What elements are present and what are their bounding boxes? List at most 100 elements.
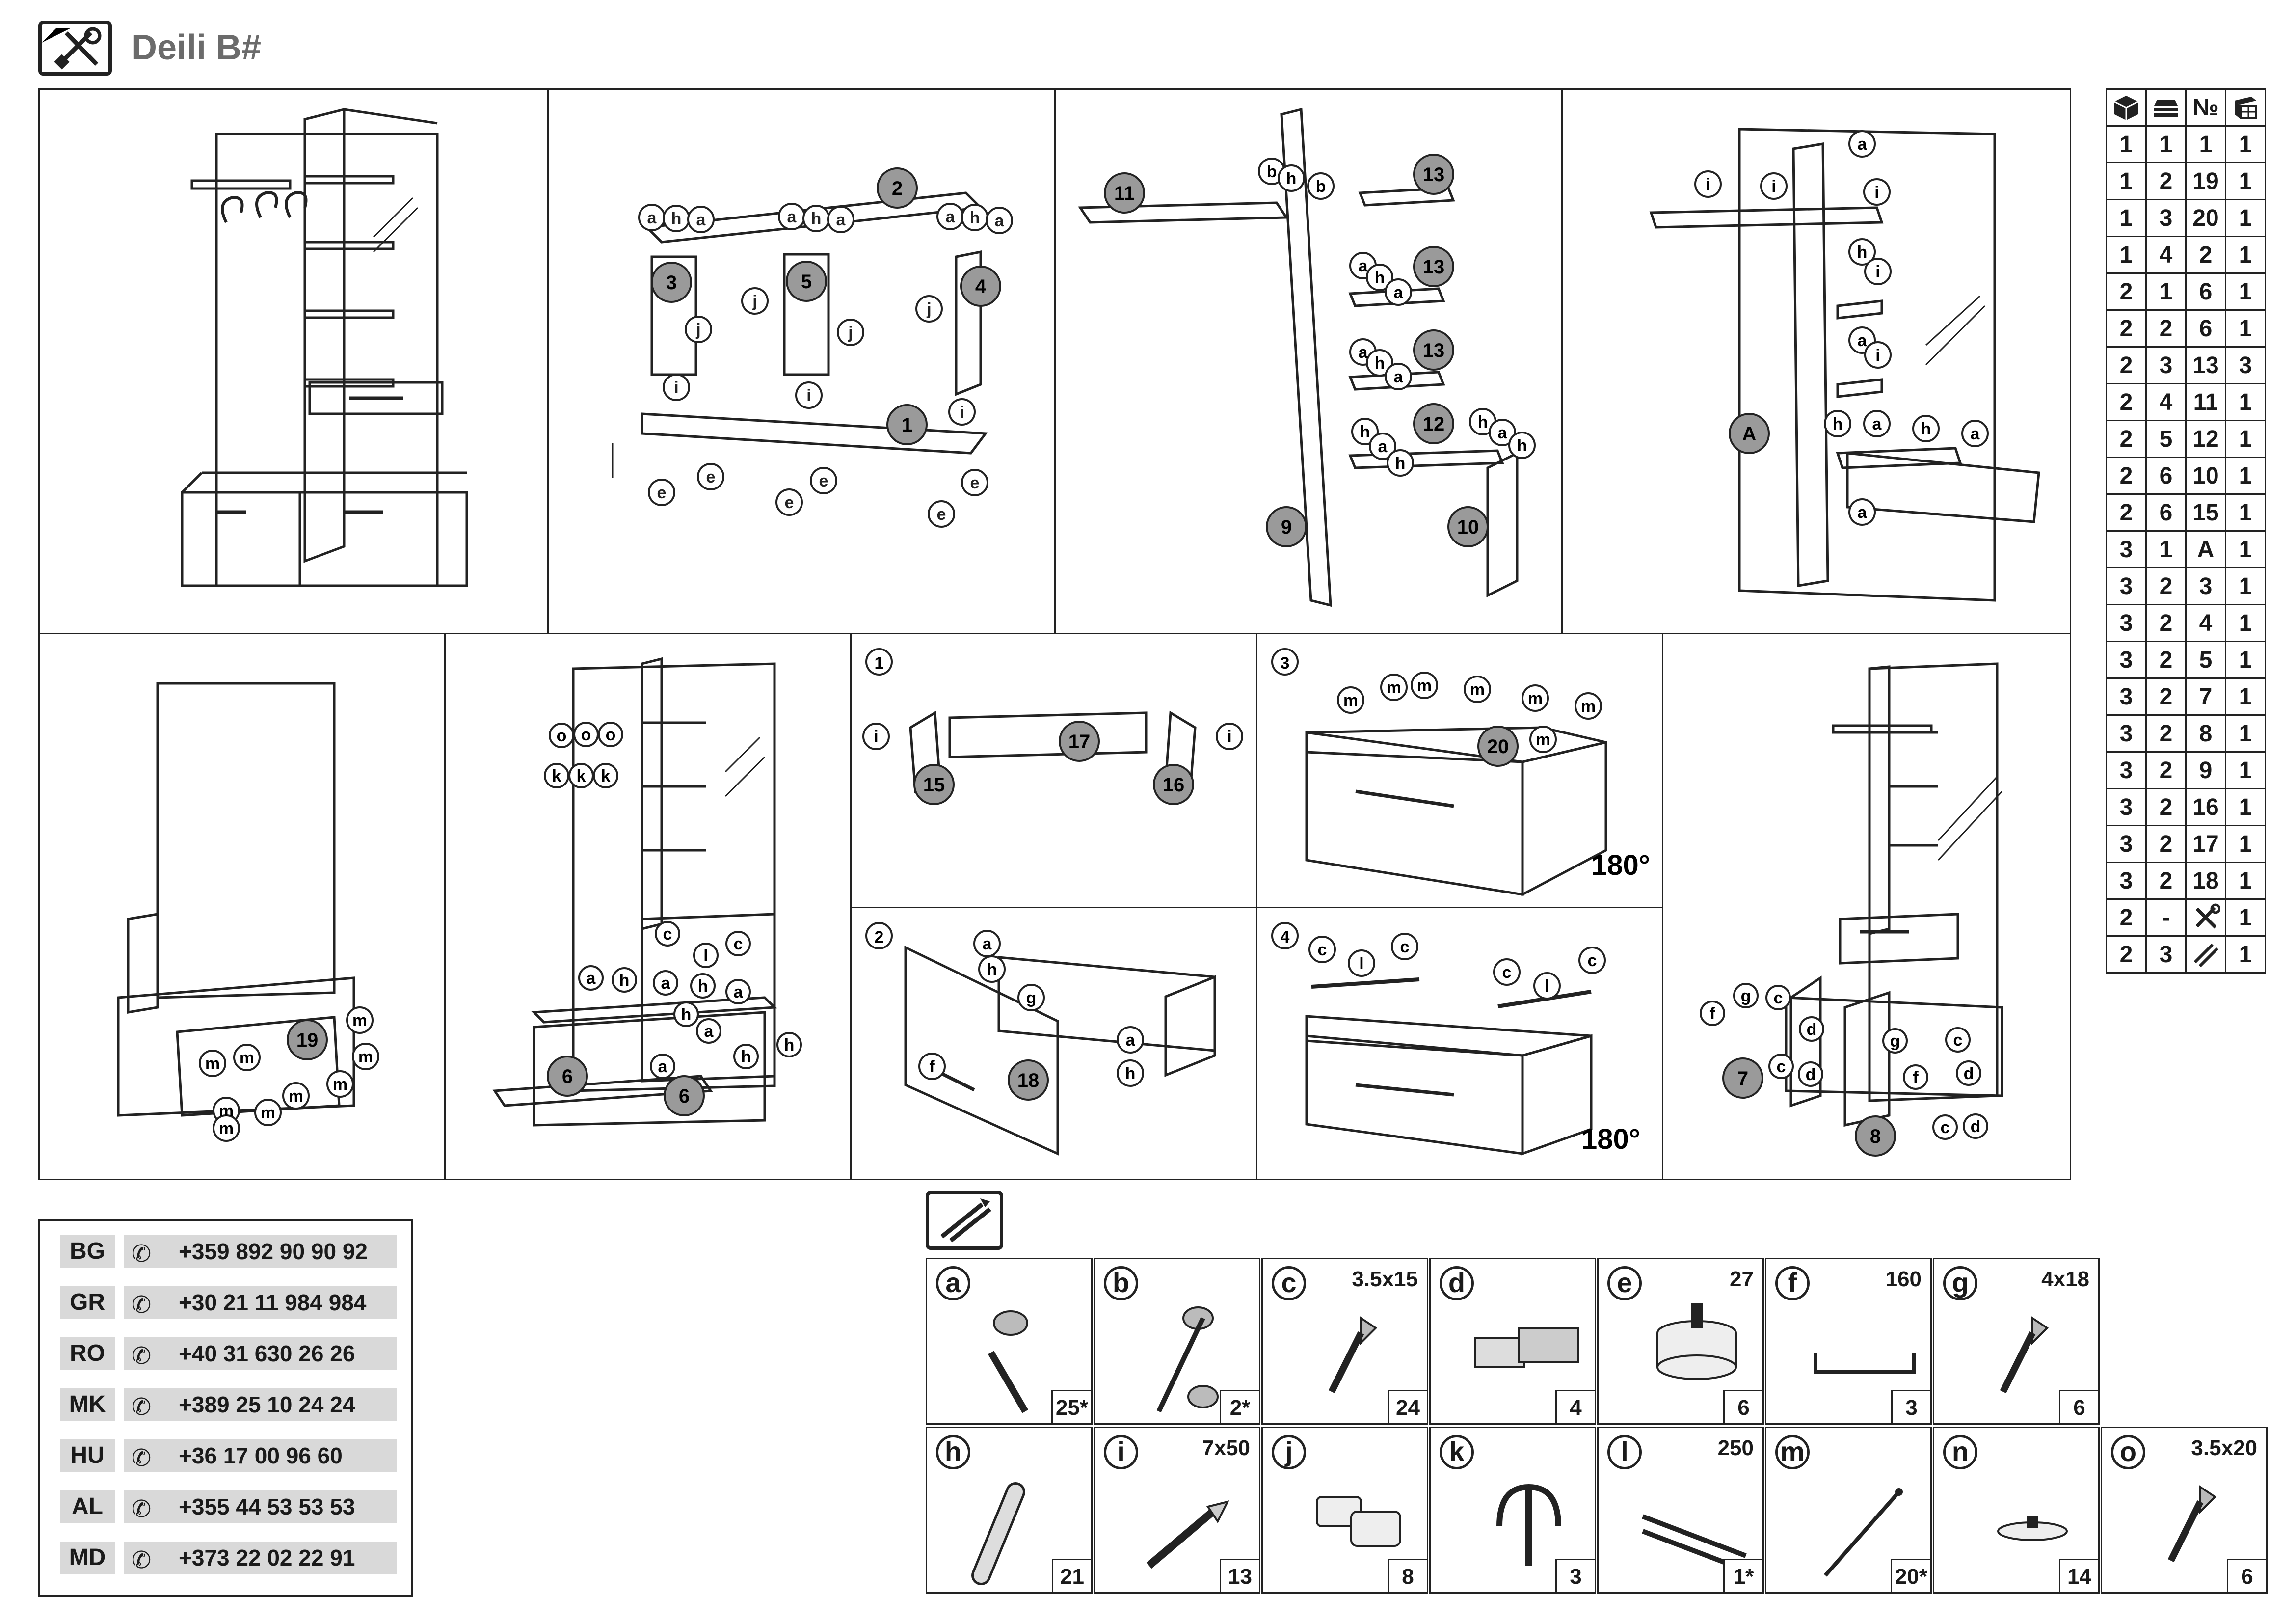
svg-text:h: h [1517,436,1527,455]
svg-text:m: m [261,1104,275,1122]
svg-text:a: a [995,212,1005,230]
svg-text:i: i [960,403,964,422]
box-number-cell: 2 [2106,935,2147,974]
svg-text:a: a [1858,331,1868,350]
hardware-letter: m [1775,1435,1810,1469]
hardware-letter: e [1607,1266,1642,1300]
svg-text:m: m [1343,691,1358,710]
package-number-cell: 2 [2145,641,2187,679]
nail-icon [1824,1488,1903,1577]
package-number-cell: 2 [2145,788,2187,826]
hardware-letter: o [2111,1435,2145,1469]
hardware-size: 4x18 [2041,1267,2089,1291]
hardware-kit-icon [926,1191,1003,1250]
hardware-letter: g [1943,1266,1977,1300]
svg-text:l: l [703,947,708,965]
box-number-cell: 3 [2106,604,2147,642]
part-number-cell: 15 [2185,493,2226,532]
quantity-cell: 1 [2225,272,2266,311]
svg-text:3: 3 [666,272,677,294]
svg-text:h: h [1286,169,1297,188]
part-number-cell: A [2185,530,2226,568]
svg-text:i: i [874,728,878,746]
part-number-cell: 6 [2185,309,2226,348]
part-number-cell: 3 [2185,567,2226,605]
tools-icon [2195,903,2220,929]
hinge-icon [1474,1327,1579,1368]
box-number-cell: 2 [2106,309,2147,348]
quantity-cell: 1 [2225,714,2266,753]
svg-text:m: m [1528,689,1543,708]
svg-text:f: f [1709,1004,1715,1023]
phone-icon: ✆ [132,1547,152,1573]
svg-text:e: e [657,484,667,502]
svg-text:e: e [970,474,980,492]
svg-text:c: c [1400,938,1410,956]
package-number-cell: 2 [2145,677,2187,716]
svg-text:e: e [785,493,794,512]
svg-text:h: h [1833,415,1843,433]
hardware-quantity: 13 [1220,1559,1259,1592]
number-header: № [2185,88,2226,127]
hardware-quantity: 21 [1052,1559,1091,1592]
hardware-quantity: 3 [1555,1559,1595,1592]
svg-text:g: g [1741,987,1751,1005]
svg-text:i: i [1771,177,1776,196]
svg-text:a: a [696,211,706,229]
box-number-cell: 1 [2106,125,2147,163]
box-number-cell: 1 [2106,236,2147,274]
svg-text:m: m [1417,677,1432,695]
box-number-cell: 3 [2106,862,2147,900]
svg-text:b: b [1316,177,1326,196]
svg-text:6: 6 [562,1066,573,1087]
package-number-cell: 2 [2145,825,2187,863]
svg-text:12: 12 [1423,413,1445,435]
package-number-cell: 2 [2145,751,2187,789]
svg-text:a: a [1126,1031,1136,1050]
svg-text:l: l [1359,954,1363,973]
shelf-pin-icon [1316,1496,1401,1547]
package-number-cell: 1 [2145,125,2187,163]
country-code: HU [60,1439,115,1472]
svg-text:c: c [734,935,743,953]
quantity-cell: 1 [2225,383,2266,421]
quantity-cell: 1 [2225,530,2266,568]
part-number-cell [2185,898,2226,937]
country-code: GR [60,1286,115,1319]
box-number-cell: 2 [2106,346,2147,384]
parts-table-row: 2-1 [2106,898,2266,937]
svg-text:j: j [926,300,931,319]
svg-text:i: i [1227,728,1231,746]
svg-text:j: j [848,324,853,342]
svg-text:f: f [929,1057,935,1076]
part-number-cell: 17 [2185,825,2226,863]
country-code: BG [60,1235,115,1268]
svg-text:m: m [1470,680,1485,699]
quantity-cell: 1 [2225,788,2266,826]
box-number-cell: 2 [2106,898,2147,937]
svg-text:h: h [698,977,708,996]
svg-text:i: i [806,386,811,405]
svg-text:1: 1 [902,414,912,436]
confirmat-icon [1146,1500,1229,1569]
hardware-letter: h [936,1435,970,1469]
box-number-cell: 2 [2106,493,2147,532]
svg-text:m: m [1581,697,1596,716]
svg-text:a: a [1858,135,1868,154]
part-number-cell: 18 [2185,862,2226,900]
